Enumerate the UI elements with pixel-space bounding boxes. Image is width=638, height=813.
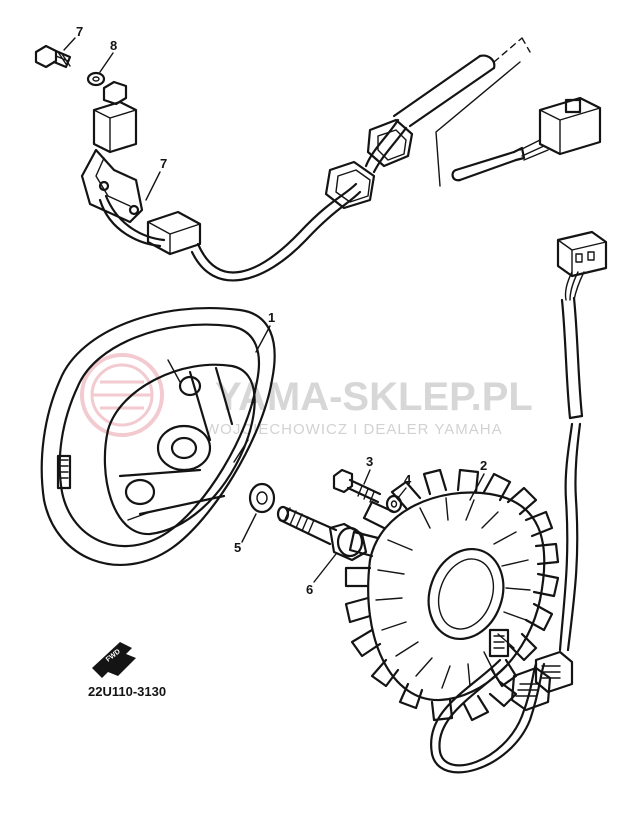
stator-harness (429, 230, 608, 774)
callout-6: 6 (306, 582, 313, 597)
callout-2: 2 (480, 458, 487, 473)
callout-5: 5 (234, 540, 241, 555)
fwd-arrow-icon: FWD (92, 642, 136, 678)
pickup-harness (190, 54, 496, 282)
connector-detail-box (435, 37, 602, 187)
part-5-washer (248, 482, 276, 514)
part-6-bolt (276, 505, 368, 562)
part-9-washer (86, 71, 106, 87)
diagram-code: 22U110-3130 (88, 684, 166, 699)
part-2-stator (344, 468, 560, 722)
callout-1: 1 (268, 310, 275, 325)
part-7-pickup-coil (80, 80, 202, 256)
watermark-dealer-text: WOJCIECHOWICZ I DEALER YAMAHA (205, 421, 503, 438)
watermark: YAMA-SKLEP.PL WOJCIECHOWICZ I DEALER YAM… (80, 353, 533, 438)
callout-9: 8 (110, 38, 117, 53)
watermark-logo (80, 353, 164, 437)
callout-8: 7 (76, 24, 83, 39)
callout-7: 7 (160, 156, 167, 171)
callout-3: 3 (366, 454, 373, 469)
part-8-bolt (34, 44, 72, 69)
callout-4: 4 (404, 472, 412, 487)
part-1-rotor (40, 306, 276, 566)
part-3-bolt (332, 468, 382, 504)
